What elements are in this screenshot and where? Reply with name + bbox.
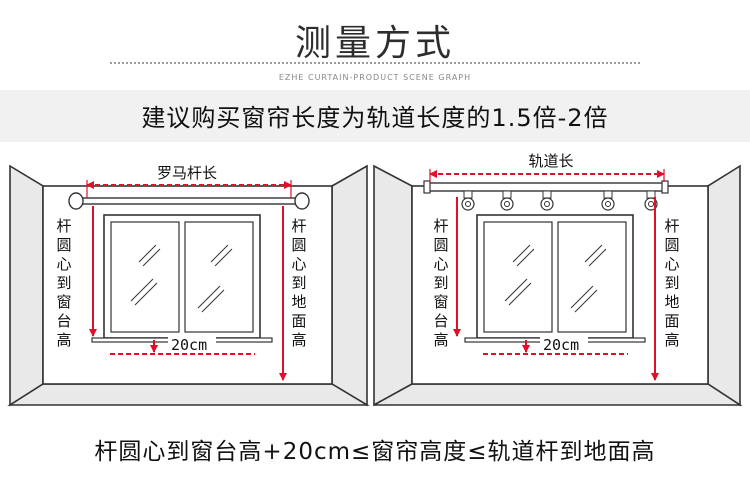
left-offset-label: 20cm	[171, 336, 207, 354]
right-offset-label: 20cm	[543, 336, 579, 354]
rod-length-label-bg	[146, 162, 228, 182]
rod-length-label: 罗马杆长	[157, 164, 217, 182]
left-rod-to-floor-label: 杆圆心到地面高	[291, 217, 306, 349]
track-runner	[601, 190, 615, 211]
right-room-floor	[373, 383, 743, 406]
track-length-label: 轨道长	[528, 152, 573, 170]
right-room-left-wall	[373, 164, 413, 407]
caption-text: EZHE CURTAIN-PRODUCT SCENE GRAPH	[278, 73, 472, 82]
track-length-label-bg	[519, 150, 583, 170]
right-track-to-sill-label: 杆圆心到窗台高	[433, 217, 448, 349]
page-title: 测量方式	[294, 23, 455, 64]
footer-band	[0, 420, 750, 482]
rod-finial-right	[294, 192, 310, 210]
left-offset-label-bg	[168, 337, 216, 352]
rod-finial-left	[68, 192, 84, 210]
subtitle-band	[0, 90, 750, 142]
left-window	[103, 214, 261, 339]
right-track-to-floor-label: 杆圆心到地面高	[664, 217, 679, 349]
subtitle-text: 建议购买窗帘长度为轨道长度的1.5倍-2倍	[141, 104, 609, 132]
title-band	[0, 0, 750, 90]
track-runner	[540, 190, 554, 211]
left-room-floor	[7, 383, 370, 406]
track-runner	[461, 190, 475, 211]
formula-text: 杆圆心到窗台高+20cm≤窗帘高度≤轨道杆到地面高	[94, 439, 656, 465]
left-rod-to-sill-label: 杆圆心到窗台高	[56, 217, 71, 349]
track-runner	[500, 190, 514, 211]
right-room-right-wall	[707, 164, 741, 407]
left-room-left-wall	[9, 164, 44, 407]
right-window	[476, 214, 634, 339]
right-room: 轨道长 20cm 杆圆心到窗台高 杆圆心到地面高	[373, 150, 743, 407]
left-room: 罗马杆长 20cm 杆圆心到窗台高 杆圆心到地面高	[7, 162, 370, 407]
right-offset-label-bg	[540, 337, 588, 352]
dotted-divider	[110, 62, 640, 64]
left-room-right-wall	[331, 164, 368, 407]
roman-rod	[68, 192, 310, 210]
